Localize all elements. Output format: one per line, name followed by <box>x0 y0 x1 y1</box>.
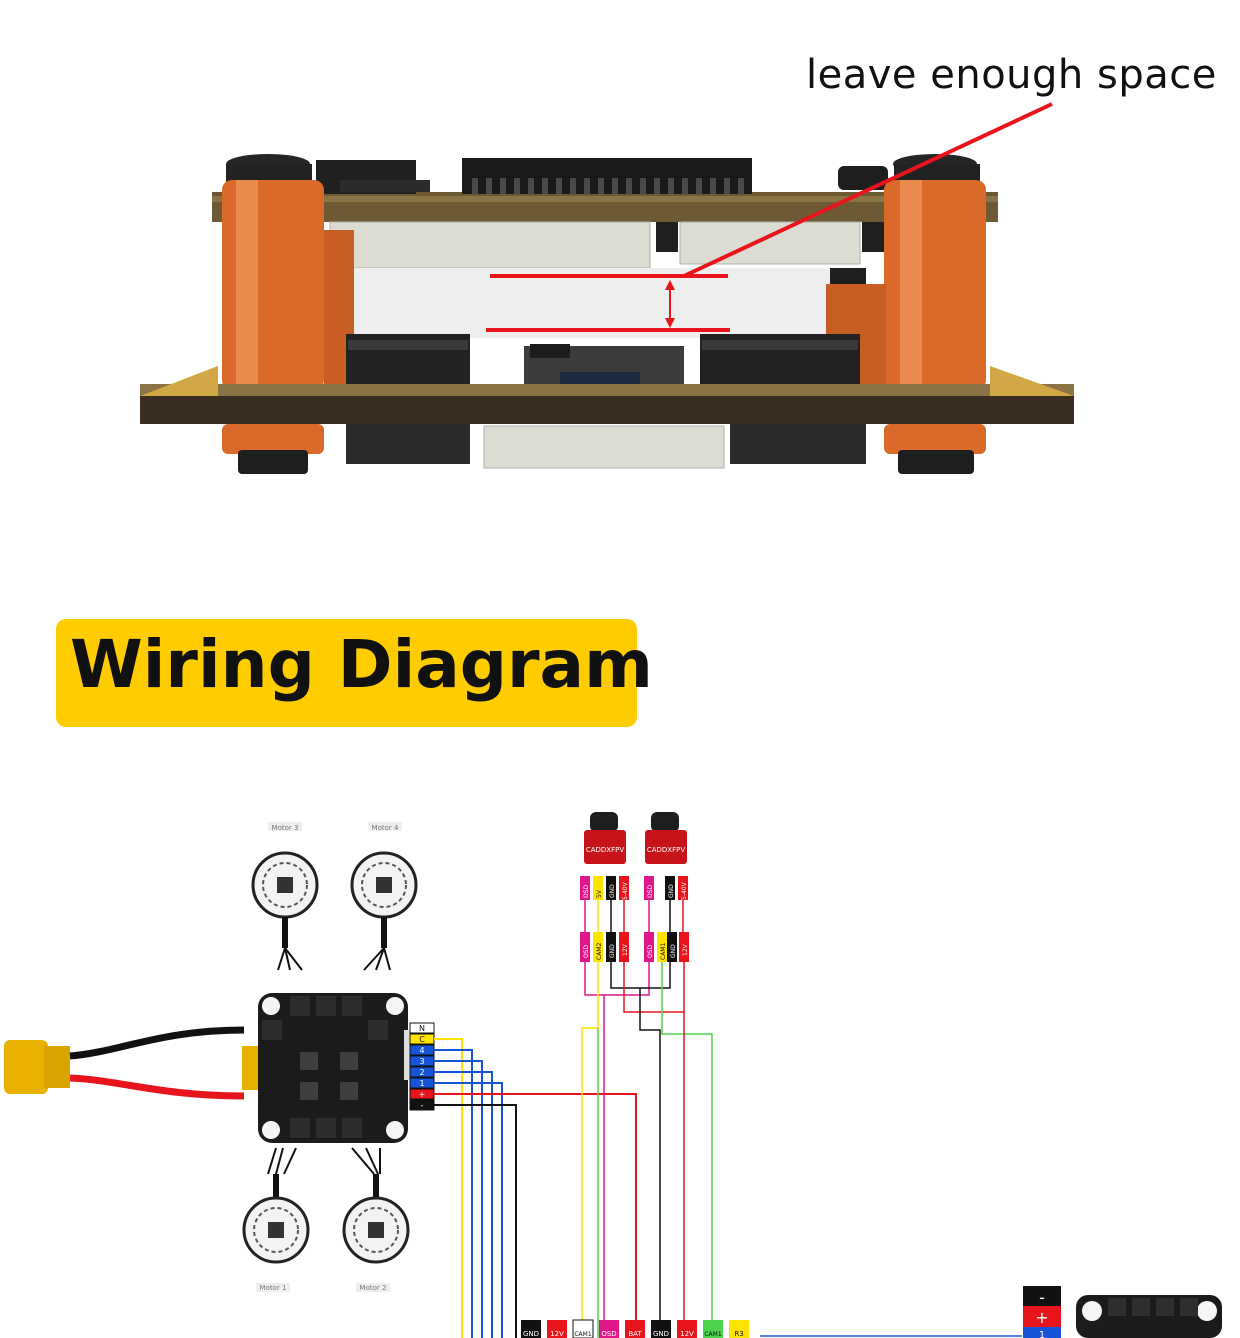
svg-text:OSD: OSD <box>647 944 654 958</box>
section-title: Wiring Diagram <box>70 626 653 703</box>
motor-label-2: Motor 2 <box>360 1284 387 1292</box>
svg-text:5-40V: 5-40V <box>622 881 629 900</box>
svg-text:OSD: OSD <box>601 1330 616 1338</box>
fc-board-partial <box>1076 1295 1222 1338</box>
fc-pad-row: GND 12V CAM1 OSD BAT GND 12V CAM1 R3 <box>521 1319 749 1338</box>
motor-icon <box>242 1147 310 1264</box>
camera-icon: CADDXFPV <box>584 812 626 864</box>
svg-text:GND: GND <box>609 944 616 958</box>
svg-text:N: N <box>419 1024 425 1033</box>
xt60-connector-icon <box>4 1026 258 1100</box>
motor-label-3: Motor 3 <box>272 824 299 832</box>
motor-icon <box>342 1147 410 1264</box>
esc-board <box>258 993 412 1143</box>
svg-text:2: 2 <box>419 1068 424 1077</box>
esc-pin-header: N C 4 3 2 1 + - <box>409 1022 435 1111</box>
svg-text:-: - <box>421 1101 424 1110</box>
svg-text:CAM1: CAM1 <box>660 943 667 960</box>
svg-text:5V: 5V <box>596 889 603 898</box>
svg-text:GND: GND <box>668 884 675 898</box>
svg-text:BAT: BAT <box>628 1330 642 1338</box>
svg-text:OSD: OSD <box>583 884 590 898</box>
svg-text:1: 1 <box>419 1079 424 1088</box>
wiring-diagram: Motor 3 Motor 4 Motor 1 Motor 2 <box>4 812 1222 1338</box>
svg-text:12V: 12V <box>622 943 629 956</box>
svg-text:5-40V: 5-40V <box>681 881 688 900</box>
receiver-pads: - + 1 <box>1023 1286 1061 1338</box>
stack-side-view <box>140 102 1074 474</box>
motor-icon <box>350 851 418 971</box>
bottom-connector <box>483 425 725 469</box>
svg-text:CAM1: CAM1 <box>704 1331 721 1338</box>
standoff-right-top <box>884 180 986 390</box>
svg-text:C: C <box>419 1035 425 1044</box>
svg-text:OSD: OSD <box>583 944 590 958</box>
svg-text:GND: GND <box>670 944 677 958</box>
svg-text:CADDXFPV: CADDXFPV <box>586 846 624 854</box>
svg-text:GND: GND <box>653 1330 669 1338</box>
section-banner <box>56 619 637 727</box>
svg-text:12V: 12V <box>680 1330 694 1338</box>
svg-text:GND: GND <box>609 884 616 898</box>
annotation-pointer <box>683 102 1053 278</box>
svg-text:4: 4 <box>419 1046 424 1055</box>
svg-text:12V: 12V <box>550 1330 564 1338</box>
top-connector-left <box>329 221 651 269</box>
motor-icon <box>251 851 319 971</box>
svg-text:CAM1: CAM1 <box>574 1331 591 1338</box>
top-connector-right <box>679 221 861 265</box>
svg-text:GND: GND <box>523 1330 539 1338</box>
svg-text:3: 3 <box>419 1057 424 1066</box>
motor-label-1: Motor 1 <box>260 1284 287 1292</box>
svg-text:12V: 12V <box>682 943 689 956</box>
svg-text:+: + <box>1035 1308 1048 1327</box>
svg-text:-: - <box>1039 1288 1045 1307</box>
svg-text:+: + <box>419 1090 426 1099</box>
svg-text:CAM2: CAM2 <box>596 943 603 960</box>
svg-text:OSD: OSD <box>647 884 654 898</box>
motor-label-4: Motor 4 <box>372 824 399 832</box>
camera-2-pins: OSD 5V GND 5-40V OSD CAM2 GND 12V <box>580 876 629 962</box>
camera-1-pins: OSD GND 5-40V OSD CAM1 GND 12V <box>644 876 689 962</box>
annotation-note: leave enough space <box>806 52 1217 98</box>
svg-text:1: 1 <box>1039 1330 1045 1338</box>
camera-icon: CADDXFPV <box>645 812 687 864</box>
svg-text:R3: R3 <box>734 1330 743 1338</box>
svg-text:CADDXFPV: CADDXFPV <box>647 846 685 854</box>
